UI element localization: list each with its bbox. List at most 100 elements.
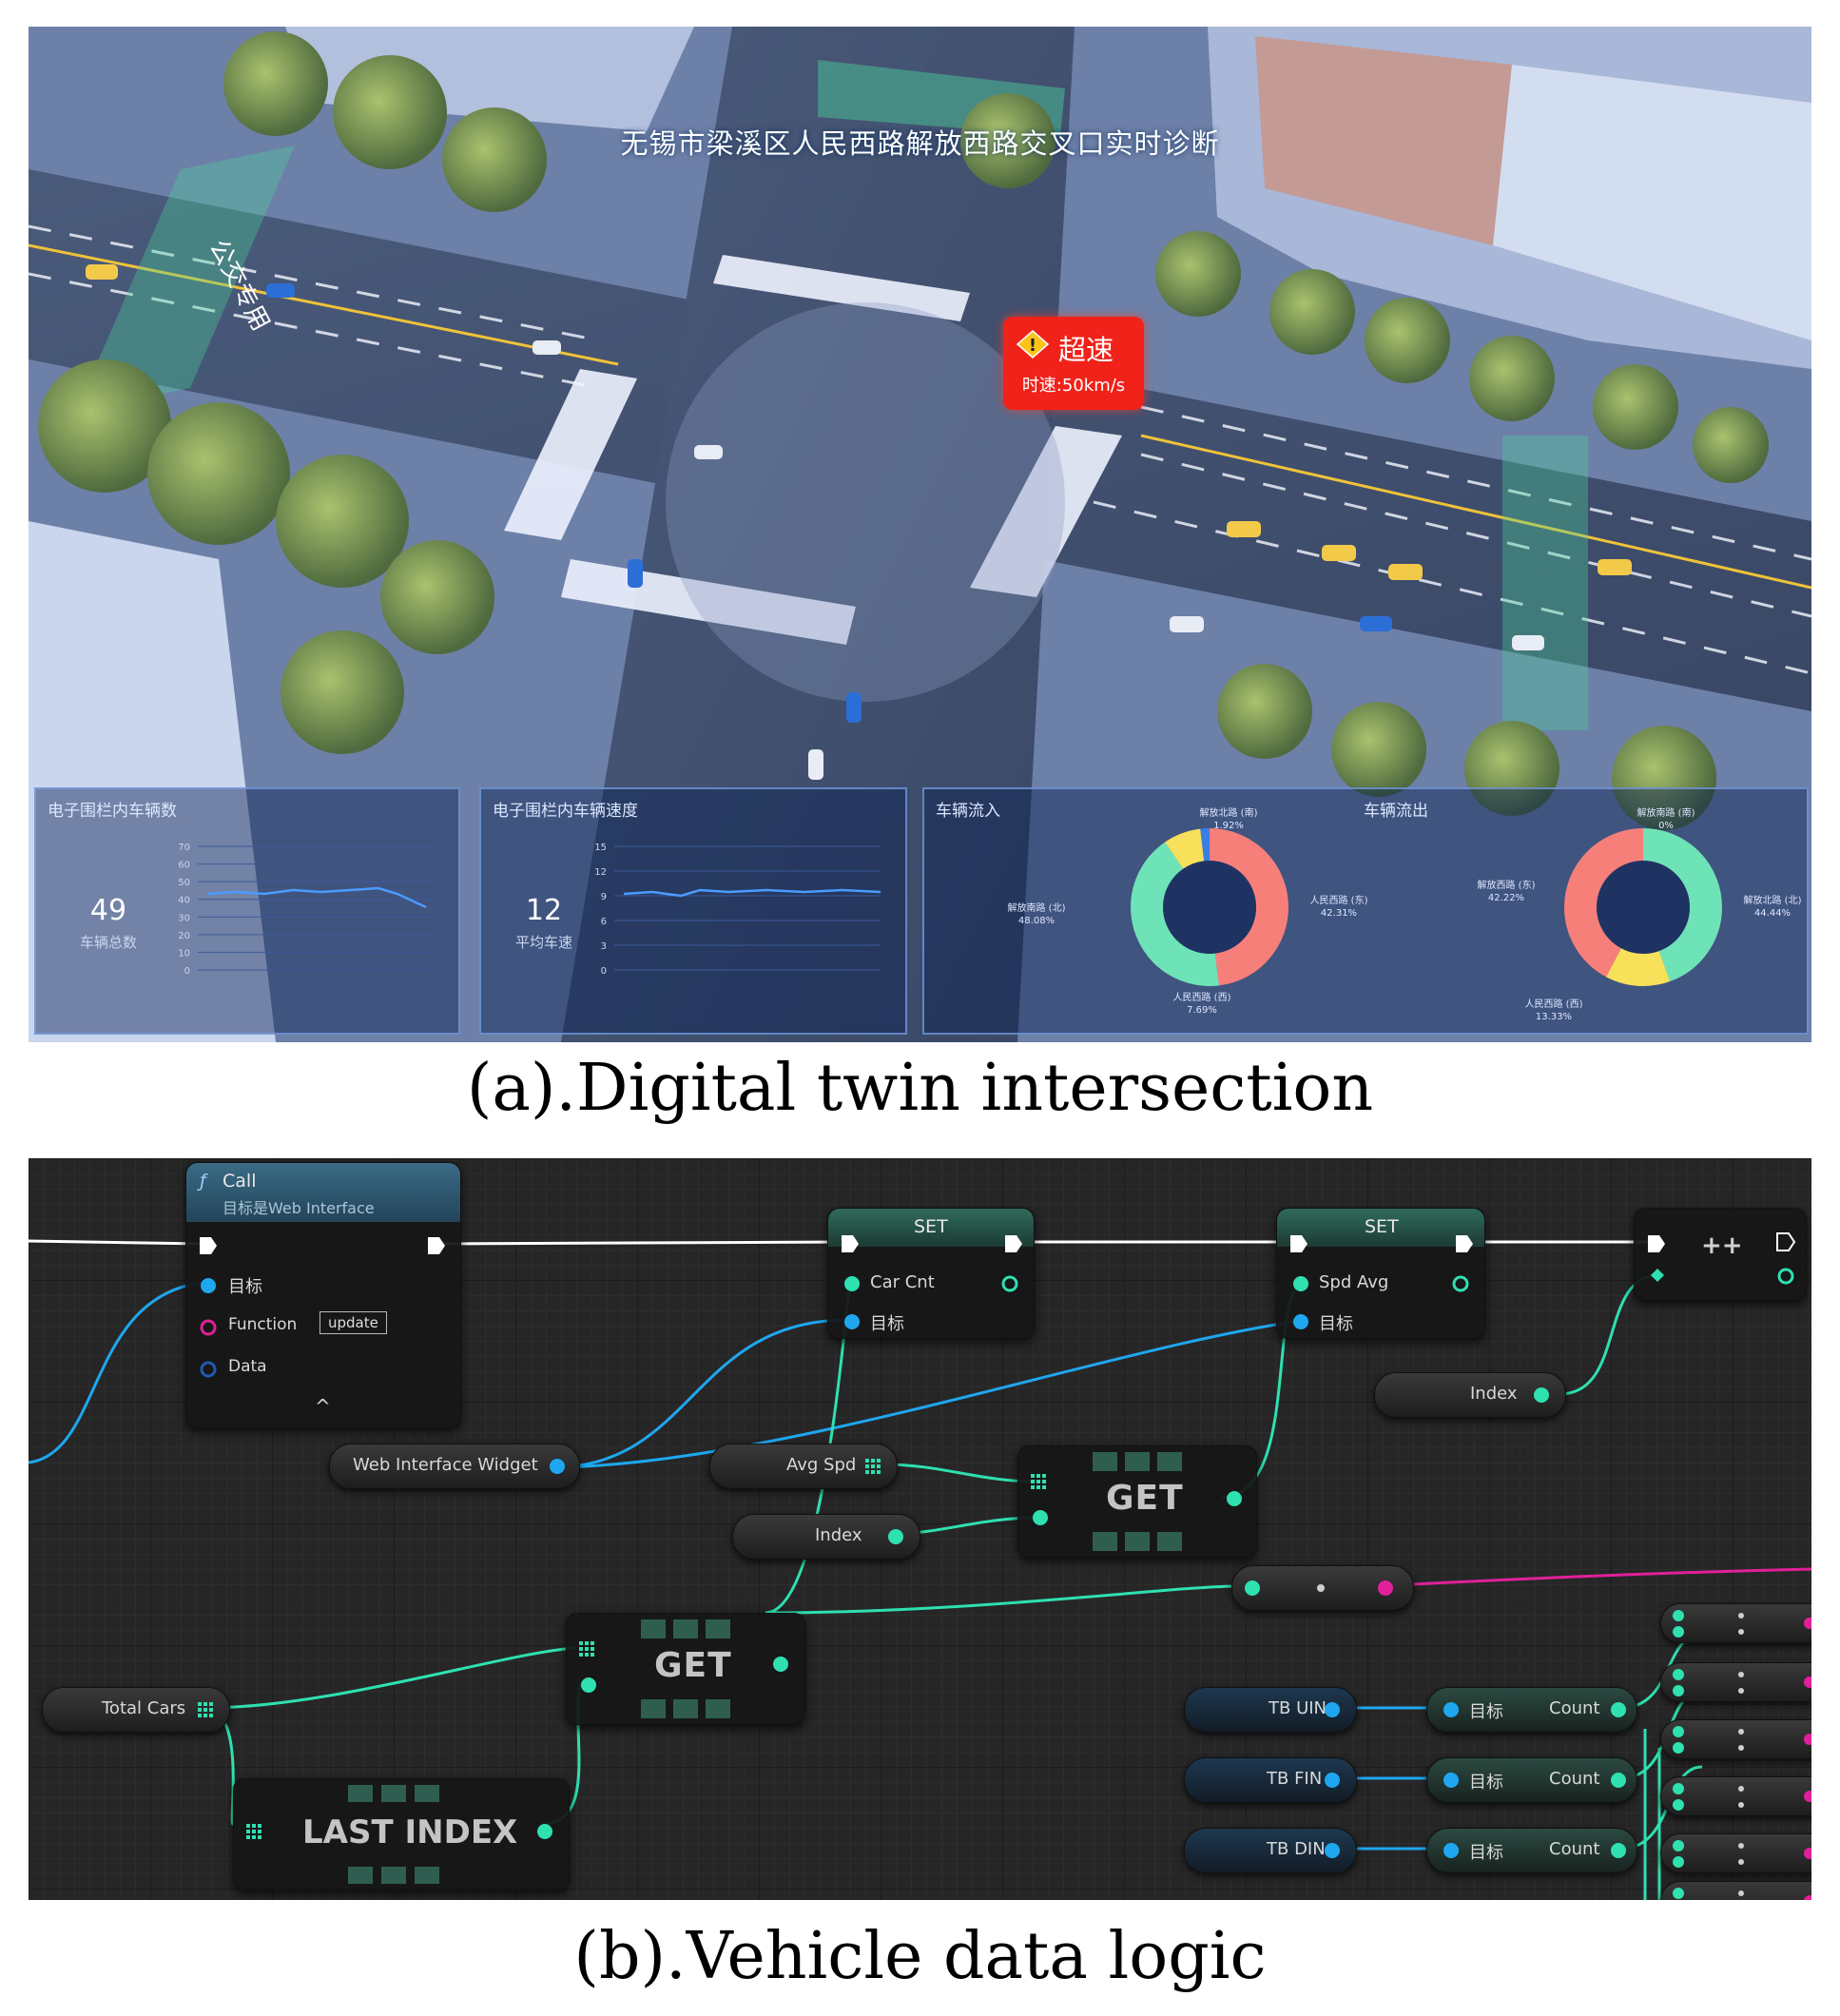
partial-node[interactable] [1660,1719,1811,1759]
string-out-pin[interactable] [1802,1893,1811,1900]
y-tick-label: 9 [601,892,607,902]
target-pin[interactable] [1441,1840,1462,1861]
call-function-node[interactable]: ƒ Call 目标是Web Interface 目标 Function upda… [185,1162,461,1428]
string-out-pin[interactable] [1802,1675,1811,1690]
overspeed-alert[interactable]: ! 超速 时速:50km/s [1003,317,1144,410]
partial-node[interactable] [1660,1776,1811,1816]
count-node-fin[interactable]: 目标 Count [1426,1757,1637,1803]
value-out-pin[interactable] [999,1273,1020,1294]
function-pin[interactable] [198,1317,219,1338]
int-out-pin[interactable] [1531,1385,1552,1405]
array-in-pin[interactable] [245,1823,262,1840]
string-out-pin[interactable] [1375,1578,1396,1599]
int-out-pin[interactable] [1608,1699,1629,1720]
variable-label: TB UIN [1269,1698,1327,1718]
array-in-pin[interactable] [578,1640,595,1657]
partial-node[interactable] [1660,1881,1811,1900]
int-in-pin[interactable] [1671,1724,1686,1754]
string-out-pin[interactable] [1802,1732,1811,1747]
tb-uin-variable[interactable]: TB UIN [1184,1687,1357,1733]
exec-out-pin[interactable] [1003,1233,1024,1254]
variable-label: Index [815,1525,862,1545]
value-out-pin[interactable] [1450,1273,1471,1294]
int-in-pin[interactable] [1671,1838,1686,1869]
string-out-pin[interactable] [1802,1789,1811,1804]
value-out-pin[interactable] [770,1654,791,1675]
int-out-pin[interactable] [885,1526,906,1547]
target-pin[interactable] [1441,1770,1462,1791]
int-out-pin[interactable] [534,1821,555,1842]
object-out-pin[interactable] [1322,1840,1343,1861]
data-pin[interactable] [198,1359,219,1380]
int-to-string-node[interactable] [1231,1565,1414,1611]
web-interface-widget-variable[interactable]: Web Interface Widget [329,1444,580,1489]
increment-node[interactable]: ++ [1634,1208,1807,1301]
exec-in-pin[interactable] [198,1235,219,1256]
object-out-pin[interactable] [547,1456,568,1477]
int-out-pin[interactable] [1608,1840,1629,1861]
avg-spd-variable[interactable]: Avg Spd [709,1444,898,1489]
digital-twin-viewport[interactable]: 公交专用 无锡市梁溪区人民西路解放西路交叉口实时诊断 ! 超速 时速:50km/… [29,27,1811,1042]
dot-icon [1738,1613,1744,1635]
exec-in-pin[interactable] [1288,1233,1309,1254]
count-node-uin[interactable]: 目标 Count [1426,1687,1637,1733]
string-out-pin[interactable] [1802,1846,1811,1861]
exec-in-pin[interactable] [840,1233,861,1254]
int-in-pin[interactable] [1242,1578,1263,1599]
count-node-din[interactable]: 目标 Count [1426,1828,1637,1873]
total-cars-variable[interactable]: Total Cars [42,1687,230,1733]
exec-out-pin[interactable] [1775,1231,1796,1252]
value-in-pin[interactable] [1290,1273,1311,1294]
exec-out-pin[interactable] [1454,1233,1475,1254]
index-in-pin[interactable] [578,1675,599,1696]
partial-node[interactable] [1660,1662,1811,1702]
index-variable-1[interactable]: Index [1374,1372,1566,1418]
int-in-pin[interactable] [1650,1268,1665,1283]
string-out-pin[interactable] [1802,1616,1811,1631]
count-target-label: 目标 [1469,1773,1503,1793]
target-pin[interactable] [1441,1699,1462,1720]
target-pin[interactable] [198,1275,219,1296]
last-index-node[interactable]: LAST INDEX [233,1778,570,1890]
get-total-cars-node[interactable]: GET [566,1613,805,1725]
int-in-pin[interactable] [1671,1608,1686,1638]
set-car-cnt-node[interactable]: SET Car Cnt 目标 [827,1208,1035,1339]
partial-node[interactable] [1660,1603,1811,1643]
y-tick-label: 0 [184,966,190,977]
function-name-field[interactable]: update [320,1311,387,1334]
exec-out-pin[interactable] [426,1235,447,1256]
array-in-pin[interactable] [1030,1473,1047,1490]
y-tick-label: 50 [178,878,190,888]
expand-button[interactable]: ^ [315,1395,331,1418]
index-in-pin[interactable] [1030,1507,1051,1528]
value-out-pin[interactable] [1224,1488,1245,1509]
int-in-pin[interactable] [1671,1886,1686,1900]
y-tick-label: 20 [178,931,190,941]
target-pin-label: 目标 [228,1277,262,1297]
int-out-pin[interactable] [1775,1266,1796,1287]
value-in-pin[interactable] [842,1273,862,1294]
target-pin[interactable] [1290,1311,1311,1332]
array-out-pin[interactable] [197,1701,214,1718]
set-value-label: Spd Avg [1319,1272,1389,1292]
target-pin[interactable] [842,1311,862,1332]
blueprint-graph[interactable]: ƒ Call 目标是Web Interface 目标 Function upda… [29,1158,1811,1900]
object-out-pin[interactable] [1322,1770,1343,1791]
call-title: Call [223,1171,257,1192]
int-out-pin[interactable] [1608,1770,1629,1791]
partial-node[interactable] [1660,1833,1811,1873]
index-variable-2[interactable]: Index [732,1514,920,1560]
tb-fin-variable[interactable]: TB FIN [1184,1757,1357,1803]
array-out-pin[interactable] [864,1458,881,1475]
get-label: GET [1106,1479,1184,1518]
tb-din-variable[interactable]: TB DIN [1184,1828,1357,1873]
get-avg-spd-node[interactable]: GET [1017,1445,1257,1558]
exec-in-pin[interactable] [1646,1233,1667,1254]
int-in-pin[interactable] [1671,1781,1686,1812]
donut-pct: 0% [1658,821,1674,831]
int-in-pin[interactable] [1671,1667,1686,1697]
alert-label: 超速 [1058,334,1114,366]
set-spd-avg-node[interactable]: SET Spd Avg 目标 [1276,1208,1485,1339]
object-out-pin[interactable] [1322,1699,1343,1720]
